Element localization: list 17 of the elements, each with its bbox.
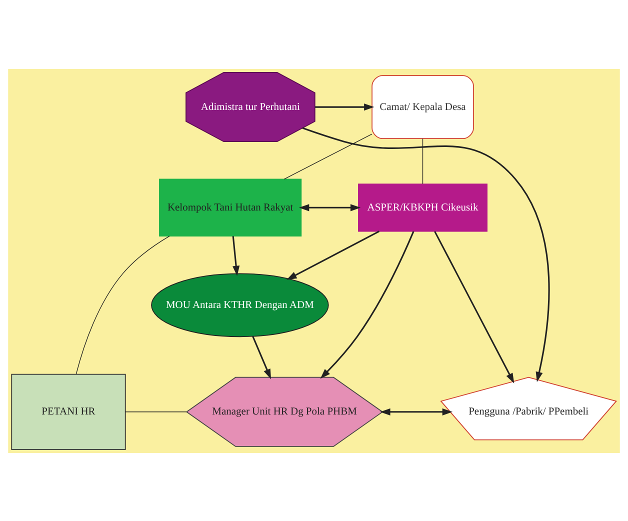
arrow [380,408,453,415]
node-box: Camat/ Kepala Desa [372,74,474,138]
arrow [298,204,361,211]
node-box: PETANI HR [11,373,126,450]
node-box: Kelompok Tani Hutan Rakyat [159,178,302,236]
arrow [320,230,414,378]
arrow [252,336,272,379]
arrow [302,126,550,382]
node-box: ASPER/KBKPH Cikeusik [358,183,488,232]
connector [284,133,372,179]
arrow [434,230,514,383]
arrow [286,230,380,280]
connector [76,235,170,374]
arrow [315,103,374,110]
connector [422,138,424,184]
connector [125,411,187,412]
arrow [232,236,240,276]
